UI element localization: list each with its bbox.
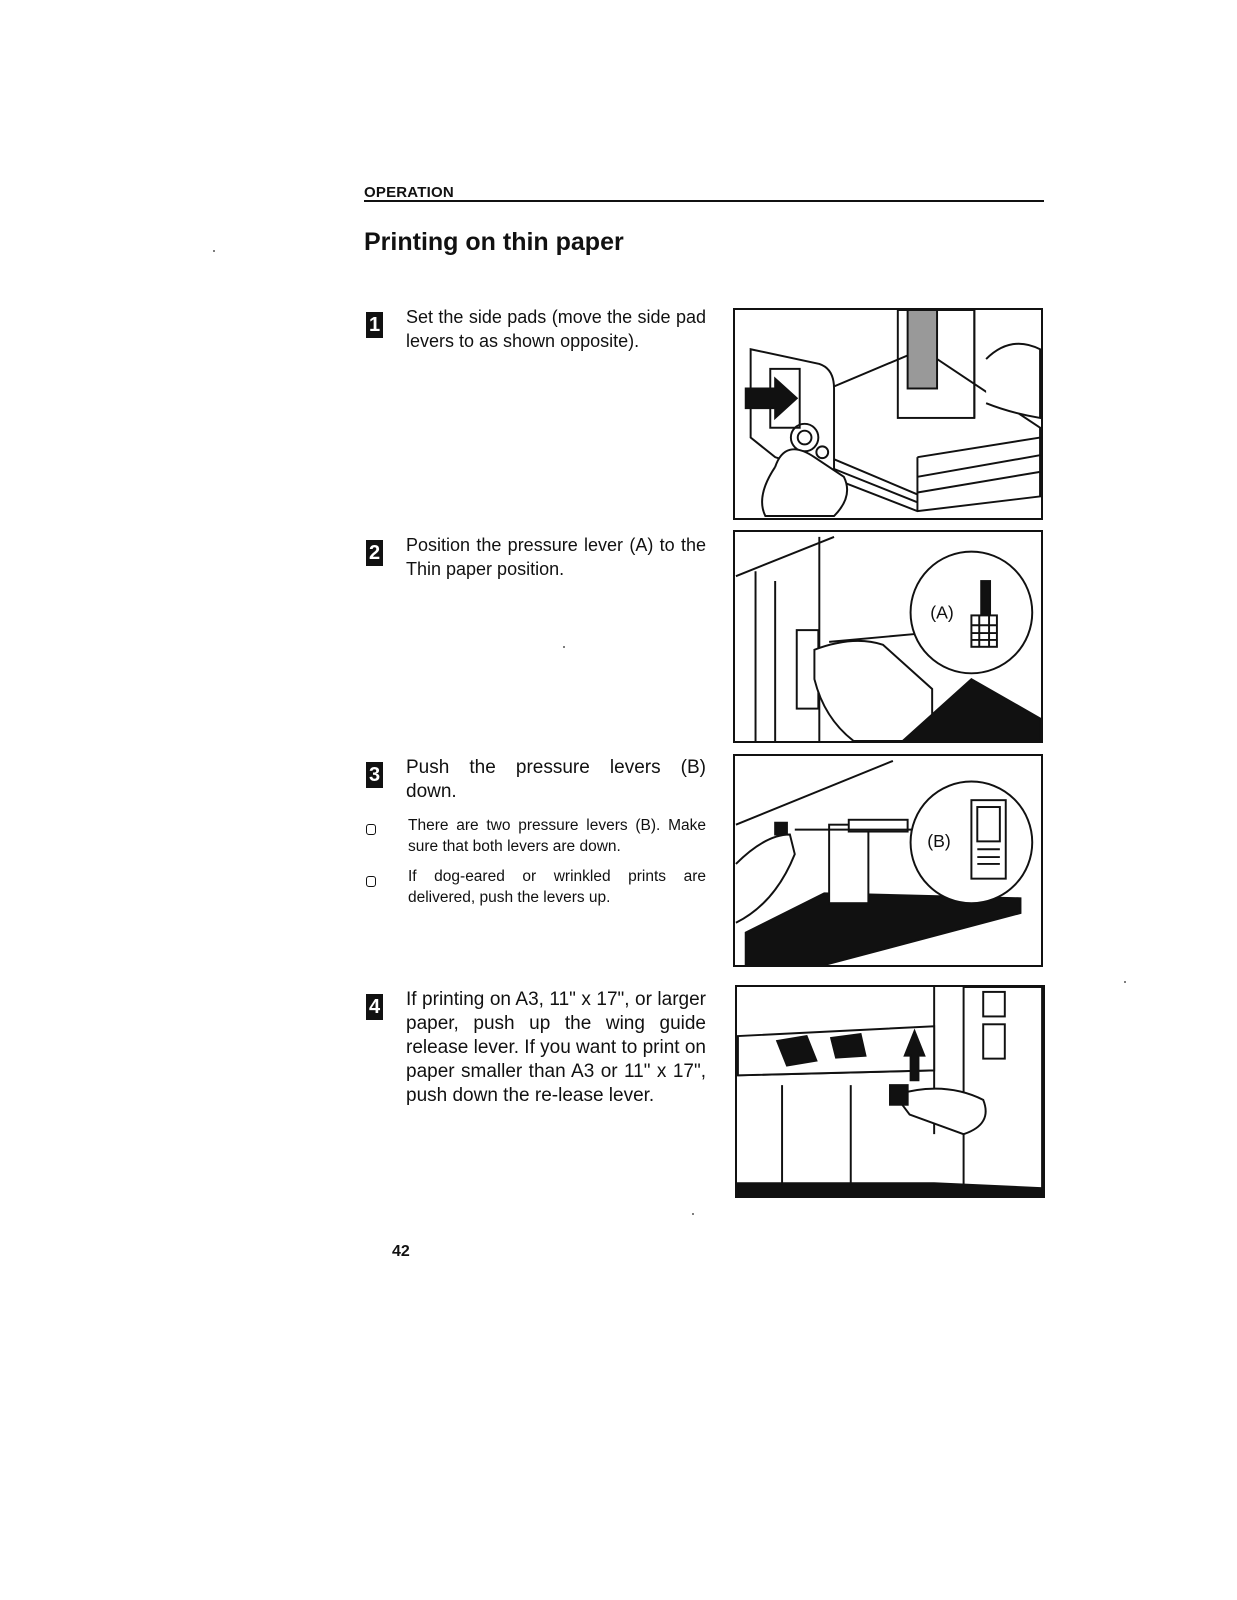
wing-guide-lever-illustration	[737, 987, 1043, 1196]
step-1-number: 1	[366, 312, 383, 338]
step-1-text: Set the side pads (move the side pad lev…	[406, 307, 706, 351]
scan-speck	[1124, 981, 1126, 983]
step-3-text: Push the pressure levers (B) down.	[406, 757, 706, 802]
header-rule	[364, 200, 1044, 202]
step-4-number: 4	[366, 994, 383, 1020]
step-2-figure: (A)	[733, 530, 1043, 743]
step-1-figure	[733, 308, 1043, 520]
page-number: 42	[392, 1243, 410, 1260]
step-4-text: If printing on A3, 11" x 17", or larger …	[406, 989, 706, 1106]
side-pad-illustration	[744, 310, 1041, 518]
callout-a-label: (A)	[930, 602, 954, 622]
note-bullet-2	[366, 876, 376, 887]
scan-speck	[692, 1213, 694, 1215]
page-title: Printing on thin paper	[364, 228, 624, 256]
section-label: OPERATION	[364, 184, 454, 201]
pressure-lever-b-illustration: (B)	[735, 759, 1034, 965]
step-2-number: 2	[366, 540, 383, 566]
step-3-note-2: If dog-eared or wrinkled prints are deli…	[408, 868, 706, 906]
note-bullet-1	[366, 824, 376, 835]
step-2-text: Position the pressure lever (A) to the T…	[406, 535, 706, 579]
scan-speck	[563, 646, 565, 648]
scan-speck	[213, 250, 215, 252]
step-3-number: 3	[366, 762, 383, 788]
step-4-figure	[735, 985, 1045, 1198]
step-3-note-1: There are two pressure levers (B). Make …	[408, 817, 706, 855]
callout-b-label: (B)	[927, 831, 951, 851]
pressure-lever-a-illustration: (A)	[735, 535, 1041, 741]
step-3-figure: (B)	[733, 754, 1043, 967]
